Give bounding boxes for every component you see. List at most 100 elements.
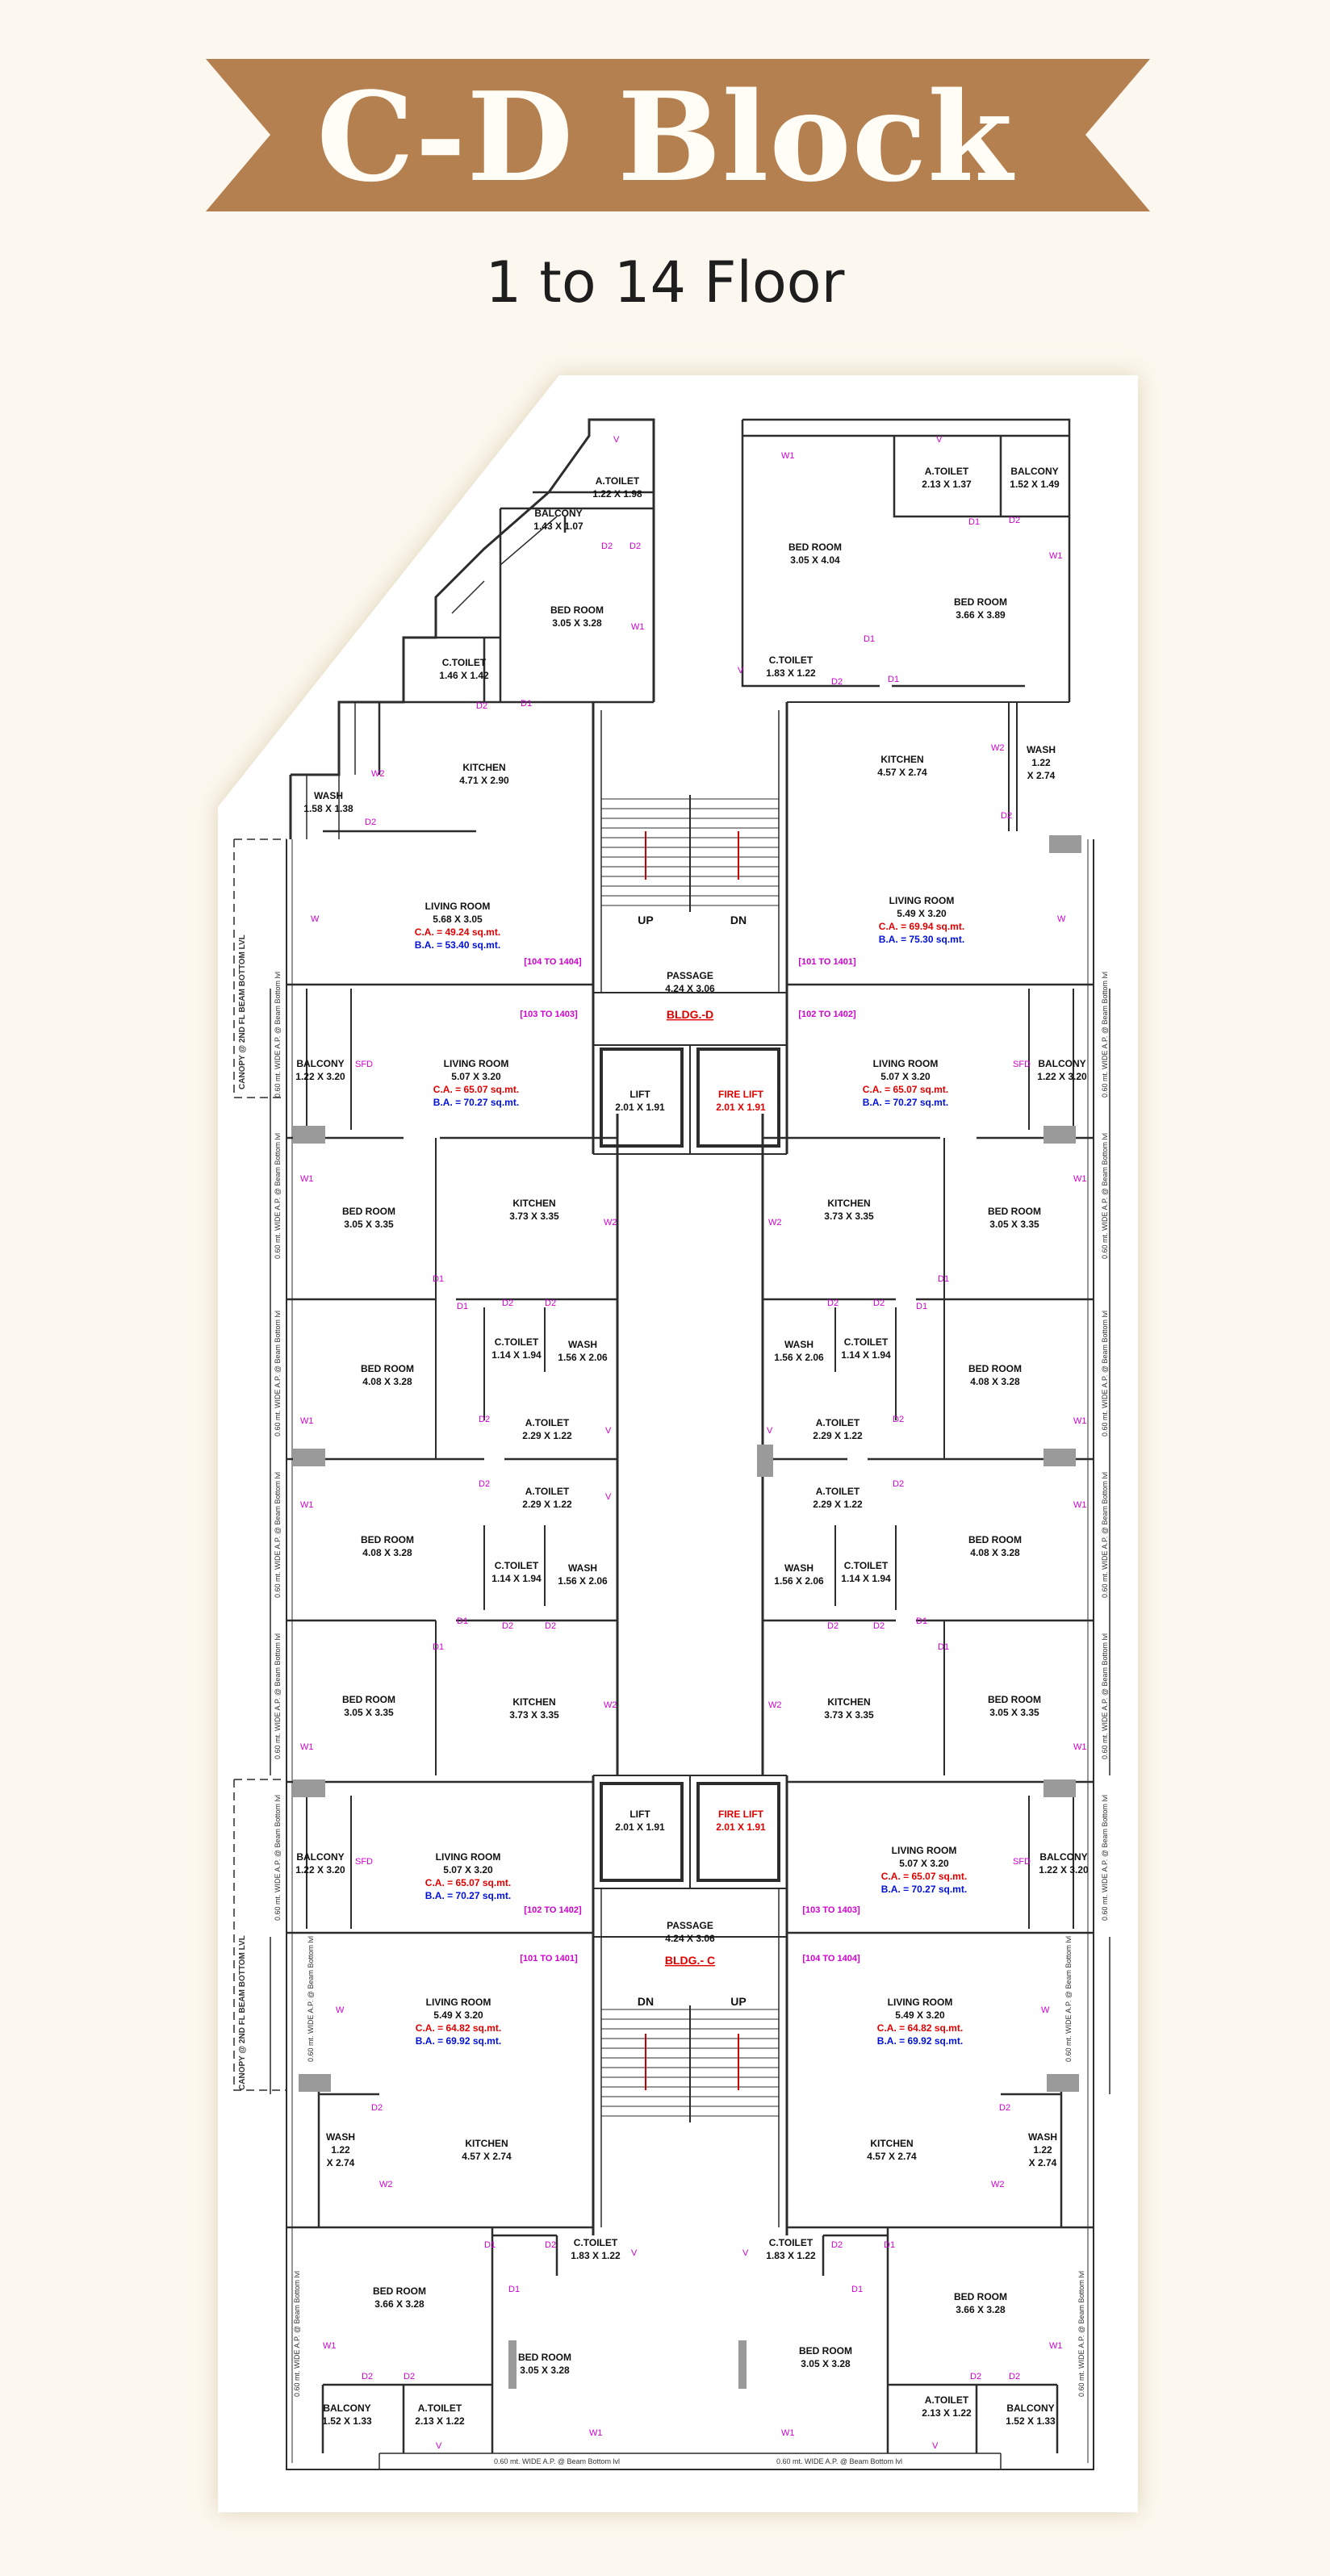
carpet-area: C.A. = 65.07 sq.mt. [863, 1084, 948, 1095]
room-dimensions: 2.13 X 1.37 [922, 479, 972, 490]
flat-tag: [103 TO 1403] [802, 1905, 860, 1915]
beam-note-bottom: 0.60 mt. WIDE A.P. @ Beam Bottom lvl [494, 2457, 620, 2465]
room-dimensions: 5.07 X 3.20 [443, 1864, 493, 1876]
door-mark: D1 [457, 1616, 468, 1626]
room-name: PASSAGE [667, 1920, 713, 1931]
room-dimensions: 1.22 [1031, 757, 1051, 768]
beam-note-bottom: 0.60 mt. WIDE A.P. @ Beam Bottom lvl [776, 2457, 902, 2465]
room-name: BED ROOM [361, 1363, 414, 1374]
beam-note-right: 0.60 mt. WIDE A.P. @ Beam Bottom lvl [1101, 1795, 1109, 1921]
door-mark: W2 [371, 769, 385, 779]
door-mark: D2 [1001, 811, 1012, 821]
door-mark: D2 [893, 1479, 904, 1489]
door-mark: D2 [545, 1298, 556, 1308]
door-mark: D2 [502, 1621, 513, 1631]
room-dimensions: 4.71 X 2.90 [459, 775, 509, 786]
door-mark: D2 [970, 2372, 981, 2382]
room-dimensions: 4.24 X 3.06 [665, 1933, 715, 1944]
room-dimensions: 5.49 X 3.20 [897, 908, 947, 919]
room-dimensions: 1.83 X 1.22 [571, 2250, 621, 2261]
flat-number-tags: [104 TO 1404] [101 TO 1401] [103 TO 1403… [520, 957, 860, 1963]
room-name: BALCONY [534, 508, 582, 519]
room-dimensions: 5.07 X 3.20 [451, 1071, 501, 1082]
beam-note-right: 0.60 mt. WIDE A.P. @ Beam Bottom lvl [1101, 1472, 1109, 1598]
door-mark: V [738, 666, 744, 675]
door-mark: D1 [457, 1302, 468, 1311]
room-name: BED ROOM [361, 1534, 414, 1545]
room-c-passage: PASSAGE 4.24 X 3.06 [665, 1920, 715, 1944]
room-name: BALCONY [1039, 1851, 1087, 1863]
door-mark: V [605, 1426, 612, 1436]
beam-note-left: 0.60 mt. WIDE A.P. @ Beam Bottom lvl [274, 1472, 282, 1598]
room-dimensions: 1.22 [331, 2144, 350, 2156]
room-dimensions: 1.22 X 3.20 [295, 1071, 345, 1082]
room-name: A.TOILET [596, 475, 640, 487]
room-name: BED ROOM [342, 1694, 395, 1705]
carpet-area: C.A. = 69.94 sq.mt. [879, 921, 964, 932]
room-name: C.TOILET [574, 2237, 618, 2248]
room-name: A.TOILET [925, 2394, 969, 2406]
room-dimensions: X 2.74 [1027, 770, 1056, 781]
canopy-note: CANOPY @ 2ND FL BEAM BOTTOM LVL [238, 1935, 247, 2090]
room-name: KITCHEN [512, 1696, 555, 1708]
room-name: WASH [784, 1562, 813, 1574]
room-name: BED ROOM [550, 604, 604, 616]
door-mark: D2 [502, 1298, 513, 1308]
carpet-area: C.A. = 65.07 sq.mt. [881, 1871, 967, 1882]
door-mark: W2 [768, 1700, 782, 1710]
flat-tag: [103 TO 1403] [520, 1010, 578, 1019]
room-dimensions: 1.52 X 1.33 [322, 2415, 372, 2427]
room-name: WASH [314, 790, 343, 801]
room-name: PASSAGE [667, 970, 713, 981]
room-name: A.TOILET [525, 1417, 570, 1428]
carpet-area: C.A. = 65.07 sq.mt. [433, 1084, 519, 1095]
door-mark: W [336, 2005, 345, 2015]
banner-ribbon [206, 59, 1150, 211]
beam-note-right: 0.60 mt. WIDE A.P. @ Beam Bottom lvl [1101, 972, 1109, 1098]
room-name: WASH [568, 1562, 597, 1574]
room-name: A.TOILET [816, 1417, 860, 1428]
room-dimensions: 1.14 X 1.94 [841, 1573, 891, 1584]
door-mark: D2 [893, 1415, 904, 1424]
door-mark: V [767, 1426, 773, 1436]
room-dimensions: 4.57 X 2.74 [877, 767, 927, 778]
door-mark: D2 [362, 2372, 373, 2382]
flat-tag: [101 TO 1401] [520, 1954, 578, 1963]
door-mark: D2 [873, 1621, 885, 1631]
room-name: WASH [1027, 744, 1056, 755]
room-dimensions: 1.22 [1033, 2144, 1052, 2156]
door-mark: D1 [851, 2285, 863, 2294]
door-mark: D1 [884, 2240, 895, 2250]
door-mark: SFD [355, 1060, 373, 1069]
room-dimensions: 3.05 X 3.28 [801, 2358, 851, 2369]
room-dimensions: 1.14 X 1.94 [491, 1349, 542, 1361]
room-dimensions: 3.73 X 3.35 [509, 1211, 559, 1222]
door-mark: SFD [1013, 1060, 1031, 1069]
door-mark: W1 [323, 2341, 337, 2351]
door-mark: V [936, 435, 943, 445]
room-dimensions: 5.49 X 3.20 [895, 2009, 945, 2021]
room-dimensions: 1.56 X 2.06 [558, 1575, 608, 1587]
room-name: BALCONY [296, 1851, 344, 1863]
carpet-area: C.A. = 64.82 sq.mt. [877, 2022, 963, 2034]
